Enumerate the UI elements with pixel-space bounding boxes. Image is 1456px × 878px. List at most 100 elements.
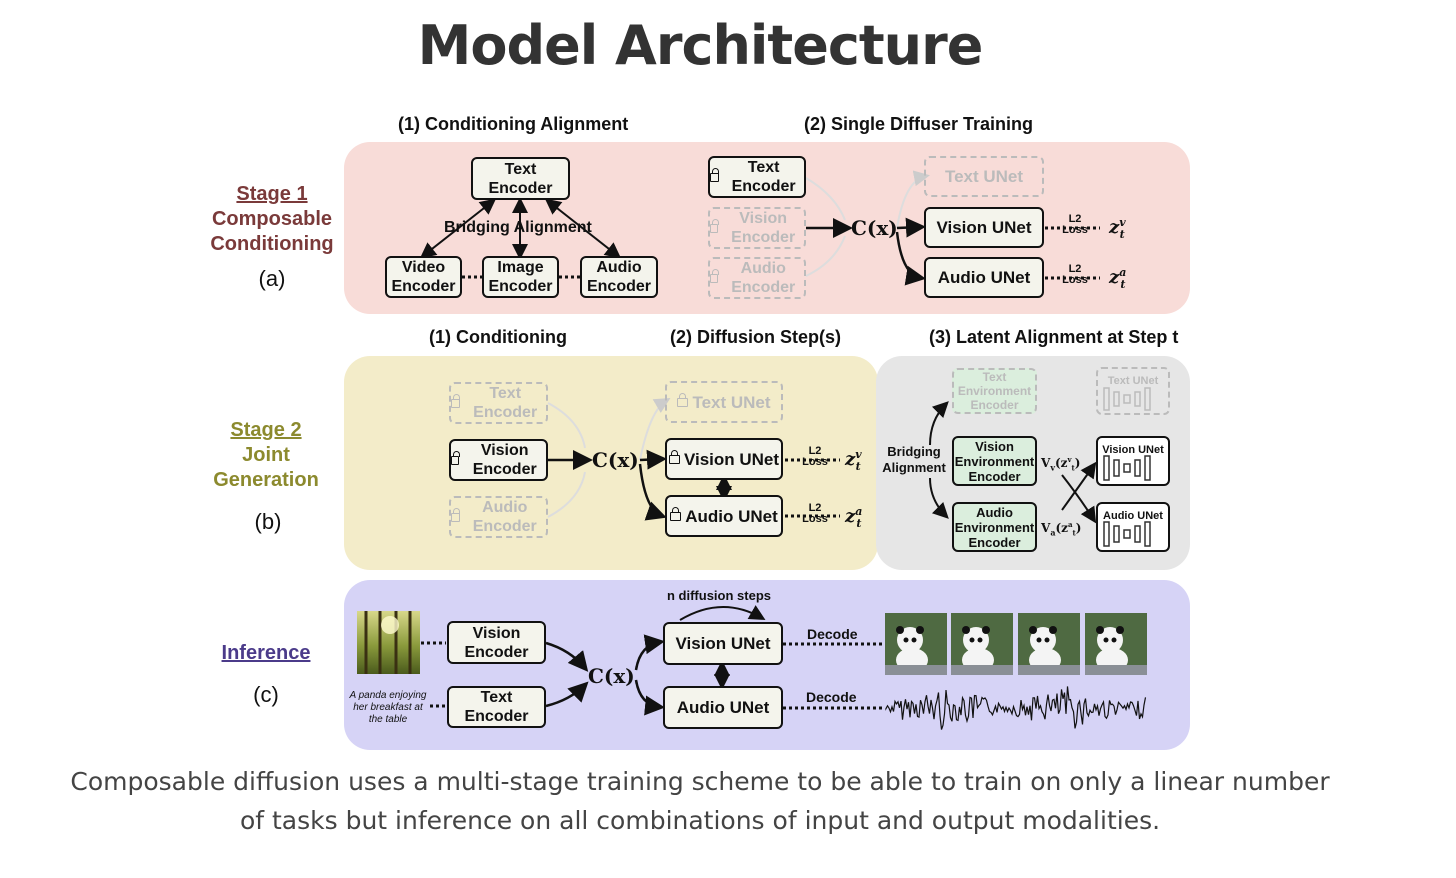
stage1-label-line2: Composable bbox=[211, 208, 333, 230]
audio-env-encoder-box: Audio Environment Encoder bbox=[952, 502, 1037, 552]
inference-label: Inference bbox=[196, 641, 336, 666]
page-title: Model Architecture bbox=[417, 14, 984, 77]
l2-loss-bottom: Loss bbox=[1062, 224, 1088, 236]
audio-v-function: Va(zat) bbox=[1041, 520, 1082, 538]
s2-audio-unet-label: Audio UNet bbox=[685, 506, 778, 526]
locked-audio-encoder-label: Audio Encoder bbox=[731, 260, 796, 296]
vision-v-function: Vv(zvt) bbox=[1041, 455, 1081, 473]
v-symbol: V bbox=[1041, 521, 1051, 535]
stage1-head-conditioning: (1) Conditioning Alignment bbox=[398, 114, 629, 134]
vision-unet-mini-label: Vision UNet bbox=[1102, 444, 1164, 456]
v-arg-sup: v bbox=[1067, 455, 1072, 464]
locked-vision-encoder-box: Vision Encoder bbox=[708, 207, 806, 249]
z-sub: t bbox=[1120, 277, 1126, 291]
n-diffusion-steps-label: n diffusion steps bbox=[667, 588, 771, 603]
bridging-alignment-label: Bridging Alignment bbox=[444, 219, 592, 236]
lock-icon bbox=[451, 450, 461, 465]
locked-audio-encoder-box: Audio Encoder bbox=[708, 257, 806, 299]
z-audio-latent: zat bbox=[1109, 266, 1127, 291]
v-arg-sub: t bbox=[1072, 528, 1076, 538]
audio-unet-box: Audio UNet bbox=[924, 257, 1044, 298]
z-symbol: z bbox=[1109, 267, 1120, 288]
lock-icon bbox=[451, 507, 460, 522]
stage2-panel bbox=[344, 356, 878, 570]
inf-audio-unet-box: Audio UNet bbox=[663, 686, 783, 729]
locked-text-encoder-box: Text Encoder bbox=[708, 156, 806, 198]
v-sub: a bbox=[1050, 527, 1056, 538]
image-encoder-box: Image Encoder bbox=[482, 256, 559, 298]
text-unet-mini-box: Text UNet bbox=[1096, 367, 1170, 415]
lock-icon bbox=[710, 218, 720, 233]
s2-audio-encoder-box: Audio Encoder bbox=[449, 496, 548, 538]
z-symbol: z bbox=[845, 449, 856, 470]
l2-loss-bottom: Loss bbox=[1062, 274, 1088, 286]
locked-vision-encoder-label: Vision Encoder bbox=[731, 210, 796, 246]
caption-line2: of tasks but inference on all combinatio… bbox=[239, 806, 1161, 835]
stage2-head-conditioning: (1) Conditioning bbox=[429, 327, 567, 347]
lock-icon bbox=[451, 393, 461, 408]
caption: Composable diffusion uses a multi-stage … bbox=[60, 762, 1340, 840]
s2-audio-unet-box: Audio UNet bbox=[665, 495, 783, 537]
s2-conditioning-function: C(x) bbox=[592, 448, 639, 472]
lock-icon bbox=[677, 392, 689, 407]
v-arg: (z bbox=[1055, 521, 1069, 535]
s2-text-unet-box: Text UNet bbox=[665, 381, 783, 423]
locked-text-encoder-label: Text Encoder bbox=[731, 159, 796, 195]
inference-label-text: Inference bbox=[221, 642, 311, 664]
v-symbol: V bbox=[1041, 456, 1051, 470]
vision-unet-box: Vision UNet bbox=[924, 207, 1044, 248]
s2-vision-unet-label: Vision UNet bbox=[683, 449, 780, 469]
stage2-head-diffusion: (2) Diffusion Step(s) bbox=[670, 327, 841, 347]
l2-loss-top: L2 bbox=[1068, 263, 1082, 275]
inference-tag: (c) bbox=[253, 682, 279, 707]
s2-vision-unet-box: Vision UNet bbox=[665, 438, 783, 480]
stage2-tag: (b) bbox=[254, 509, 282, 534]
text-unet-box: Text UNet bbox=[924, 156, 1044, 197]
lock-icon bbox=[670, 506, 682, 521]
z-sup: a bbox=[1119, 266, 1127, 279]
v-arg-sup: a bbox=[1068, 520, 1073, 529]
decode-audio-label: Decode bbox=[806, 689, 857, 705]
stage2-label-line2: Joint bbox=[242, 444, 290, 466]
z-vision-latent: zvt bbox=[1109, 216, 1126, 241]
caption-line1: Composable diffusion uses a multi-stage … bbox=[70, 767, 1330, 796]
s2-vision-encoder-label: Vision Encoder bbox=[472, 442, 537, 478]
latent-bridging-label: Bridging Alignment bbox=[882, 444, 946, 475]
z-sub: t bbox=[1119, 227, 1125, 241]
s2-audio-encoder-label: Audio Encoder bbox=[472, 499, 537, 535]
text-unet-mini-label: Text UNet bbox=[1107, 375, 1159, 387]
vision-env-encoder-box: Vision Environment Encoder bbox=[952, 436, 1037, 486]
z-symbol: z bbox=[1109, 217, 1120, 238]
s2-text-encoder-label: Text Encoder bbox=[473, 385, 538, 421]
l2-loss-top: L2 bbox=[808, 445, 822, 457]
inf-text-encoder-box: Text Encoder bbox=[447, 686, 546, 728]
audio-unet-mini-label: Audio UNet bbox=[1103, 510, 1163, 522]
s2-text-encoder-box: Text Encoder bbox=[449, 382, 548, 424]
stage1-head-training: (2) Single Diffuser Training bbox=[804, 114, 1034, 134]
stage1-tag: (a) bbox=[258, 266, 286, 291]
z-sup: v bbox=[1119, 216, 1126, 229]
s2-text-unet-label: Text UNet bbox=[692, 392, 771, 412]
inference-prompt: A panda enjoying her breakfast at the ta… bbox=[349, 690, 427, 725]
lock-icon bbox=[668, 449, 680, 464]
stage1-label-title: Stage 1 bbox=[236, 183, 308, 205]
stage2-label: Stage 2 Joint Generation bbox=[186, 418, 346, 493]
conditioning-function: C(x) bbox=[851, 216, 898, 240]
z-sup: v bbox=[855, 448, 862, 461]
video-encoder-box: Video Encoder bbox=[385, 256, 462, 298]
inf-vision-encoder-box: Vision Encoder bbox=[447, 621, 546, 664]
stage1-label: Stage 1 Composable Conditioning bbox=[190, 182, 354, 257]
z-sup: a bbox=[855, 505, 863, 518]
s2-vision-encoder-box: Vision Encoder bbox=[449, 439, 548, 481]
s2-z-audio-latent: zat bbox=[845, 505, 863, 530]
z-symbol: z bbox=[845, 506, 856, 527]
s2-z-vision-latent: zvt bbox=[845, 448, 862, 473]
